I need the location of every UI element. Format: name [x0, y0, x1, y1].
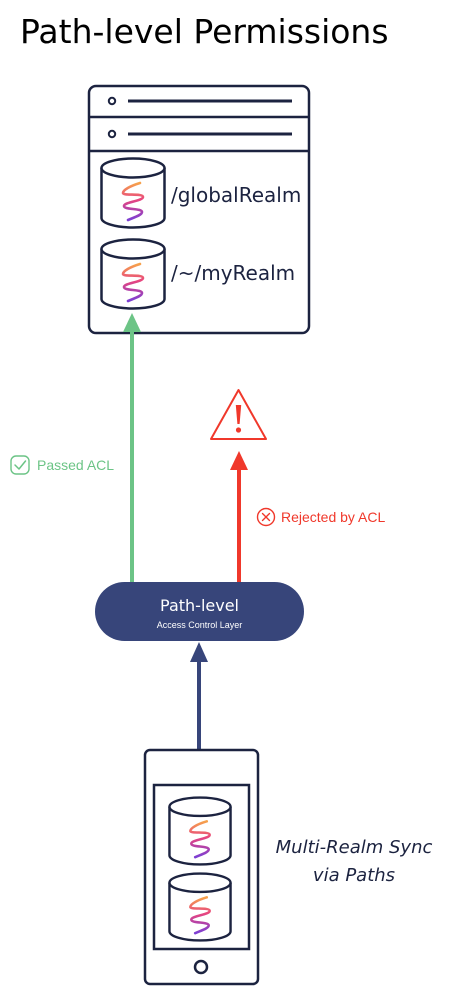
rejected-acl-arrow	[230, 451, 248, 582]
sync-caption-line2: via Paths	[313, 865, 395, 886]
rejected-acl-label: Rejected by ACL	[281, 509, 385, 525]
realm-db-icon	[100, 238, 166, 310]
server-row-dot	[107, 129, 117, 139]
passed-acl-arrow	[123, 313, 141, 582]
realm-db-icon	[168, 796, 232, 866]
passed-acl-label-group: Passed ACL	[10, 455, 114, 475]
realm-db-icon	[168, 872, 232, 942]
access-control-layer: Path-level Access Control Layer	[95, 582, 304, 641]
home-button	[193, 959, 209, 975]
realm-db-icon	[100, 157, 166, 229]
phone-icon	[143, 748, 260, 986]
gate-title: Path-level	[160, 596, 239, 615]
realm-path-my: /~/myRealm	[171, 261, 295, 285]
warning-triangle-icon	[210, 389, 267, 440]
server-row-dot	[107, 96, 117, 106]
gate-subtitle: Access Control Layer	[157, 620, 243, 630]
server-window: /globalRealm /~/myRealm	[87, 84, 311, 335]
page-title: Path-level Permissions	[20, 12, 389, 51]
realm-path-global: /globalRealm	[171, 183, 301, 207]
x-circle-icon	[256, 507, 276, 527]
rejected-acl-label-group: Rejected by ACL	[256, 507, 385, 527]
passed-acl-label: Passed ACL	[37, 457, 114, 473]
check-icon	[10, 455, 30, 475]
sync-caption-line1: Multi-Realm Sync	[276, 837, 433, 858]
